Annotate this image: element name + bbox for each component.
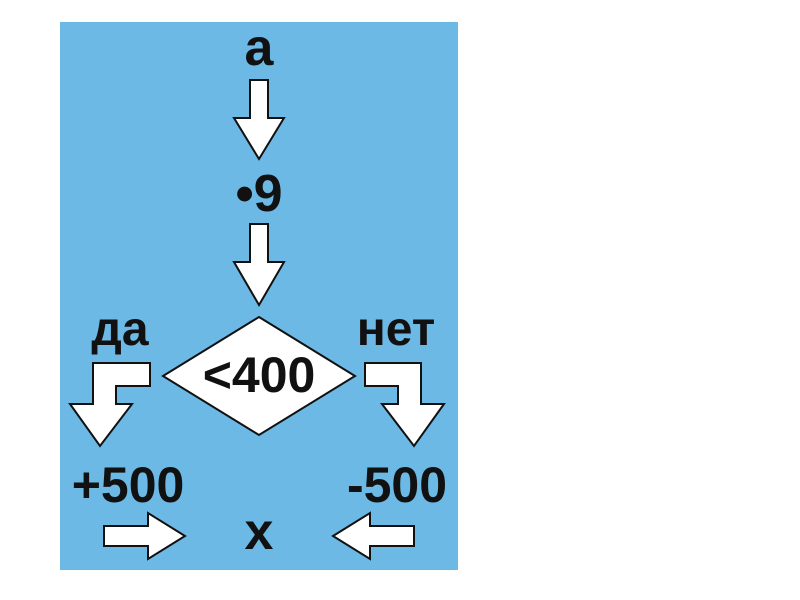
left-arrow-bottom <box>331 511 415 561</box>
no-branch-label: нет <box>356 303 436 356</box>
result-label: x <box>244 503 274 561</box>
condition-diamond <box>161 315 357 437</box>
down-arrow-middle <box>232 223 286 307</box>
yes-bent-arrow <box>68 362 151 448</box>
no-bent-arrow <box>364 362 446 448</box>
start-value-label: a <box>244 19 274 77</box>
right-arrow-bottom <box>103 511 187 561</box>
yes-operation-label: +500 <box>71 457 185 513</box>
condition-label: <400 <box>202 347 316 403</box>
yes-branch-label: да <box>91 303 149 356</box>
operation-label: •9 <box>235 165 283 223</box>
no-operation-label: -500 <box>346 457 448 513</box>
down-arrow-top <box>232 79 286 161</box>
